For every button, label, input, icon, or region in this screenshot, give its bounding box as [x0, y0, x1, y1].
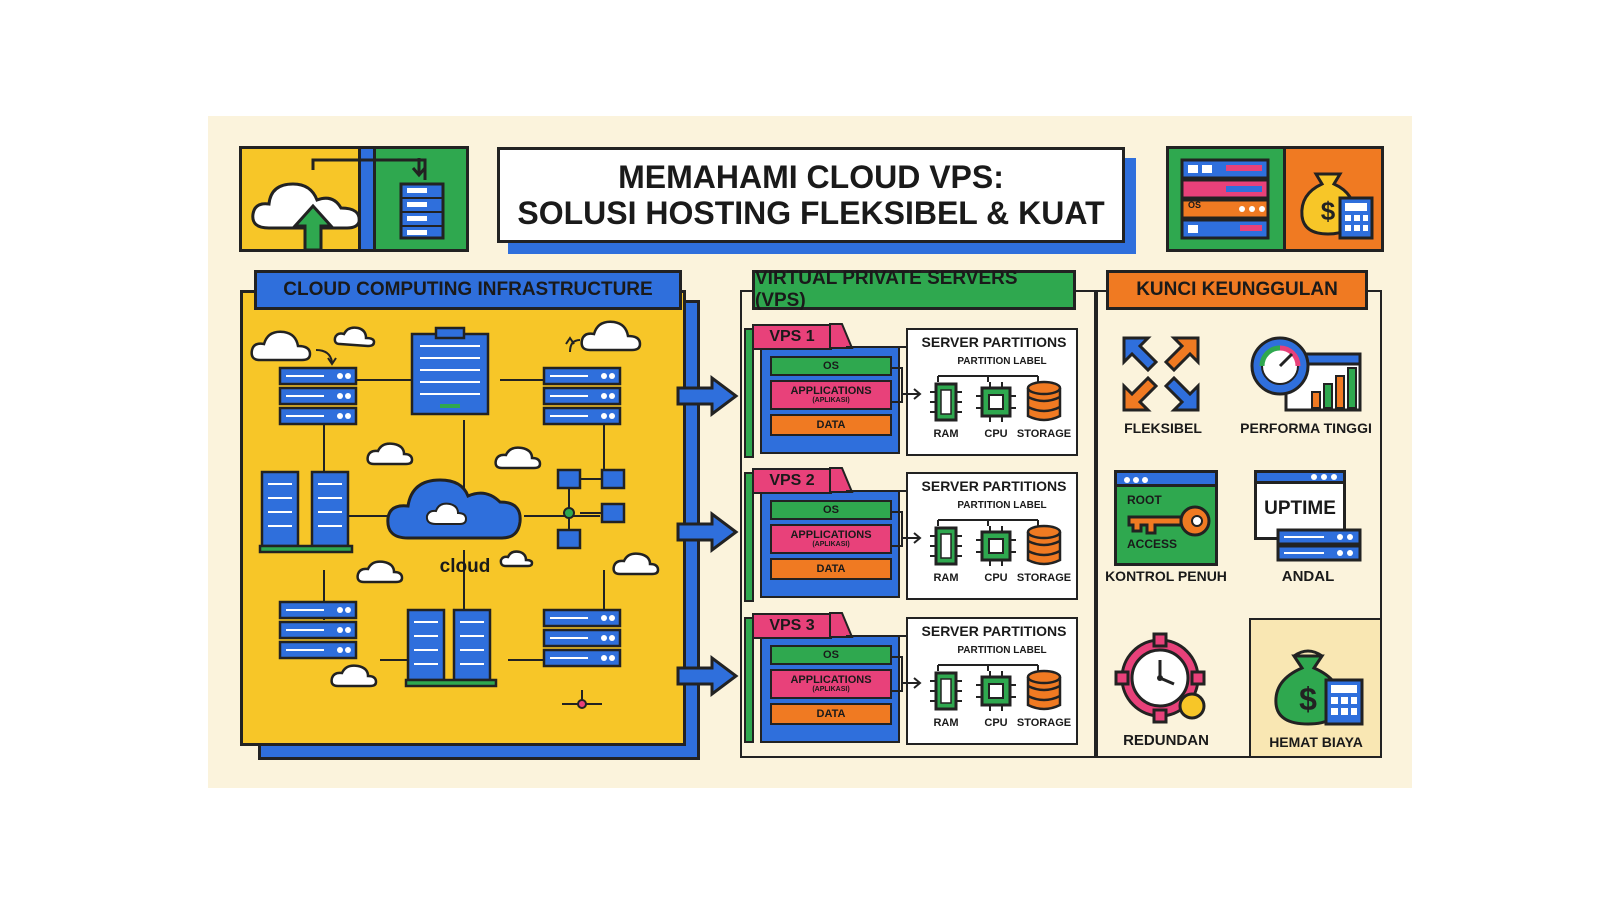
advantage-label-fleksibel: FLEKSIBEL — [1124, 420, 1202, 436]
vps-tag: VPS 2 — [752, 468, 832, 494]
applications-sub-label: (APLIKASI) — [812, 397, 850, 404]
vps-tag-tail — [829, 612, 854, 638]
root-key-icon: ROOT ACCESS — [1114, 470, 1218, 566]
ram-icon — [930, 382, 962, 422]
vps-tag: VPS 1 — [752, 324, 832, 350]
vps-tag-tail — [829, 323, 854, 349]
cloud-label: cloud — [439, 556, 491, 577]
arrow-right-icon — [676, 655, 739, 697]
os-label: OS — [823, 504, 839, 516]
cloud-upload-icon — [251, 158, 427, 252]
applications-label: APPLICATIONS — [790, 529, 872, 541]
cpu-icon — [976, 671, 1016, 711]
partition-label: PARTITION LABEL — [957, 356, 1047, 367]
applications-layer: APPLICATIONS (APLIKASI) — [770, 524, 892, 554]
os-layer: OS — [770, 645, 892, 665]
access-label: ACCESS — [1127, 537, 1178, 551]
title-line-1: MEMAHAMI CLOUD VPS: — [618, 159, 1004, 195]
vps-heading: VIRTUAL PRIVATE SERVERS (VPS) — [752, 268, 1076, 311]
svg-text:$: $ — [1299, 681, 1317, 717]
applications-layer: APPLICATIONS (APLIKASI) — [770, 380, 892, 410]
storage-label: STORAGE — [1016, 717, 1072, 729]
advantage-label-andal: ANDAL — [1281, 568, 1335, 585]
advantage-label-hemat-biaya: HEMAT BIAYA — [1269, 734, 1363, 750]
money-bag-calculator-icon: $ — [1274, 649, 1364, 726]
arrow-right-icon — [676, 511, 739, 553]
advantage-label-performa-tinggi: PERFORMA TINGGI — [1240, 420, 1372, 436]
partition-connector — [892, 367, 1039, 403]
cpu-icon — [976, 526, 1016, 566]
uptime-server-icon: UPTIME — [1254, 470, 1362, 566]
server-partitions-title: SERVER PARTITIONS — [921, 334, 1067, 350]
os-label: OS — [823, 649, 839, 661]
expand-arrows-icon — [1122, 336, 1200, 412]
advantage-label-redundan: REDUNDAN — [1123, 732, 1209, 749]
vps-card-green-edge — [744, 328, 754, 458]
vps-card-green-edge — [744, 472, 754, 602]
gear-clock-icon — [1114, 632, 1206, 724]
cpu-icon — [976, 382, 1016, 422]
partition-connector — [892, 656, 1039, 692]
advantages-heading: KUNCI KEUNGGULAN — [1106, 270, 1368, 310]
vps-tag-tail — [829, 467, 854, 493]
storage-icon — [1026, 669, 1062, 711]
key-icon — [1127, 505, 1211, 537]
server-partitions-title: SERVER PARTITIONS — [921, 623, 1067, 639]
money-bag-calculator-icon: $ — [1300, 172, 1374, 240]
applications-label: APPLICATIONS — [790, 385, 872, 397]
cpu-label: CPU — [984, 572, 1008, 584]
ram-icon — [930, 671, 962, 711]
server-stack-icon — [1180, 158, 1270, 240]
data-label: DATA — [816, 419, 846, 431]
storage-icon — [1026, 524, 1062, 566]
partition-label: PARTITION LABEL — [957, 645, 1047, 656]
data-layer: DATA — [770, 703, 892, 725]
cpu-label: CPU — [984, 717, 1008, 729]
server-partitions-title: SERVER PARTITIONS — [921, 478, 1067, 494]
infra-heading: CLOUD COMPUTING INFRASTRUCTURE — [254, 270, 682, 310]
data-layer: DATA — [770, 414, 892, 436]
uptime-label: UPTIME — [1264, 498, 1336, 519]
ram-label: RAM — [933, 717, 959, 729]
vps-tag-line — [846, 635, 906, 637]
speedometer-chart-icon — [1250, 336, 1362, 412]
header-upload-icon-block — [239, 146, 469, 252]
header-os-label: OS — [1188, 200, 1202, 210]
applications-layer: APPLICATIONS (APLIKASI) — [770, 669, 892, 699]
header-server-money-block: OS $ — [1166, 146, 1384, 252]
advantage-label-kontrol-penuh: KONTROL PENUH — [1105, 568, 1227, 584]
arrow-right-icon — [676, 375, 739, 417]
partition-connector — [892, 511, 1039, 547]
storage-icon — [1026, 380, 1062, 422]
ram-icon — [930, 526, 962, 566]
os-layer: OS — [770, 500, 892, 520]
data-layer: DATA — [770, 558, 892, 580]
arrow-down-icon — [411, 158, 427, 178]
data-label: DATA — [816, 563, 846, 575]
page-title: MEMAHAMI CLOUD VPS: SOLUSI HOSTING FLEKS… — [497, 147, 1125, 243]
ram-label: RAM — [933, 572, 959, 584]
svg-text:$: $ — [1321, 196, 1336, 226]
applications-sub-label: (APLIKASI) — [812, 686, 850, 693]
infra-network-diagram — [250, 320, 660, 709]
os-label: OS — [823, 360, 839, 372]
os-layer: OS — [770, 356, 892, 376]
vps-tag: VPS 3 — [752, 613, 832, 639]
vps-tag-line — [846, 490, 906, 492]
vps-tag-line — [846, 346, 906, 348]
root-label: ROOT — [1127, 493, 1162, 507]
server-rack-icon — [399, 182, 445, 240]
title-line-2: SOLUSI HOSTING FLEKSIBEL & KUAT — [517, 195, 1105, 231]
data-label: DATA — [816, 708, 846, 720]
cpu-label: CPU — [984, 428, 1008, 440]
partition-label: PARTITION LABEL — [957, 500, 1047, 511]
storage-label: STORAGE — [1016, 428, 1072, 440]
storage-label: STORAGE — [1016, 572, 1072, 584]
vps-card-green-edge — [744, 617, 754, 743]
applications-label: APPLICATIONS — [790, 674, 872, 686]
ram-label: RAM — [933, 428, 959, 440]
applications-sub-label: (APLIKASI) — [812, 541, 850, 548]
